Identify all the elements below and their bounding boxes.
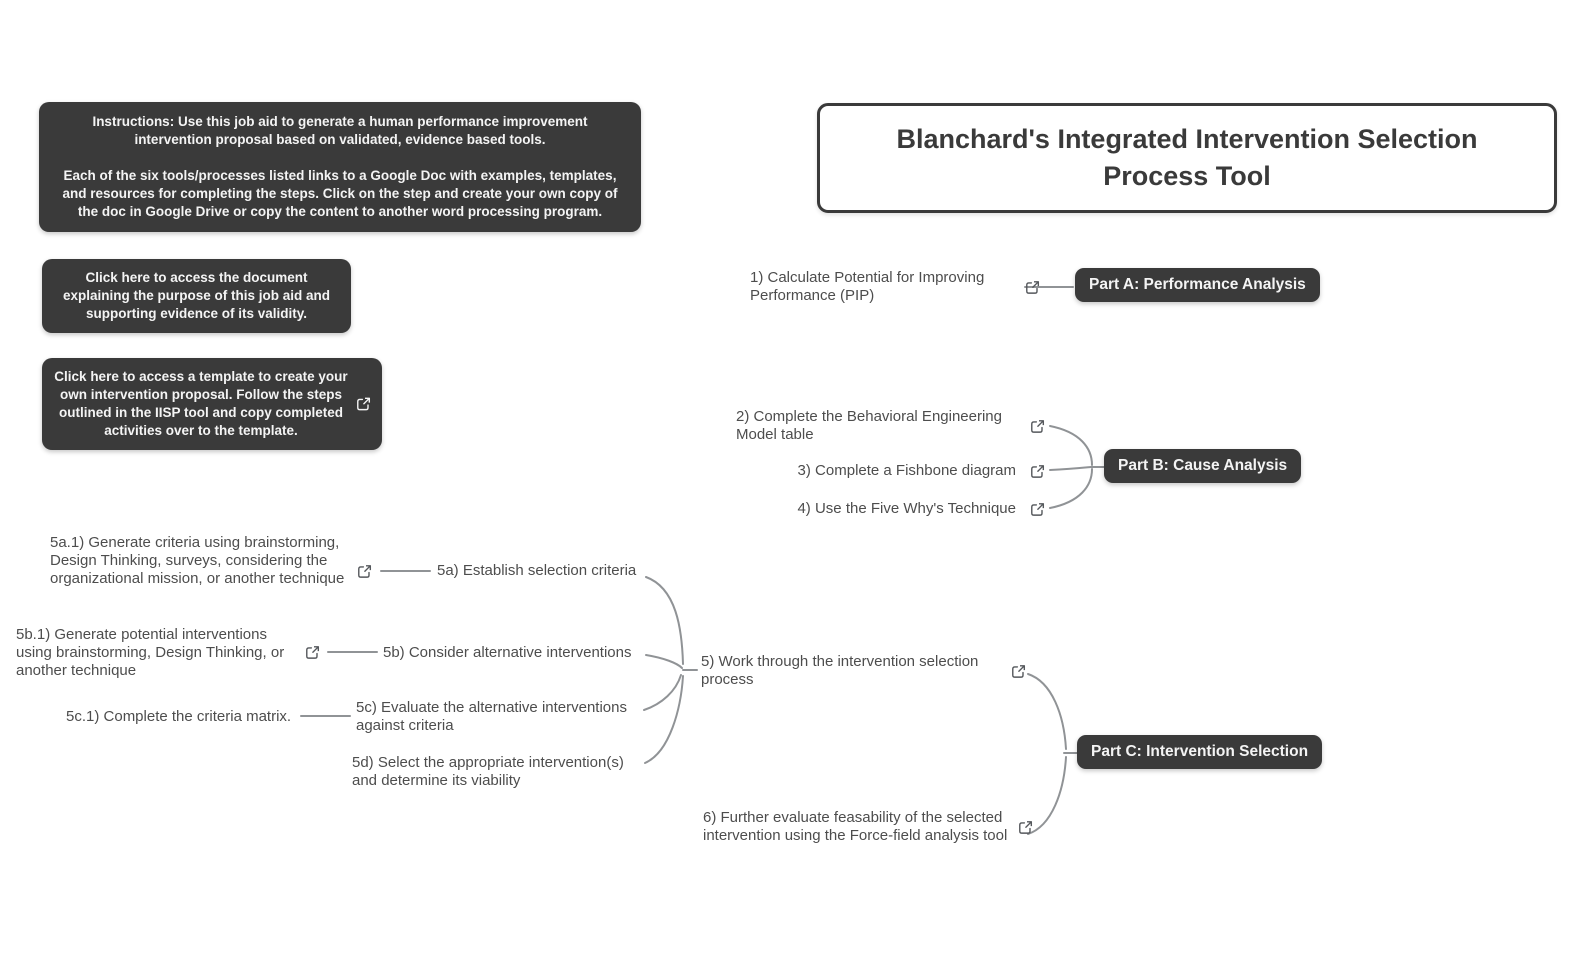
substep-5a1-node[interactable]: 5a.1) Generate criteria using brainstorm… [50, 534, 345, 587]
substep-5c-node[interactable]: 5c) Evaluate the alternative interventio… [356, 699, 627, 734]
step-5-label: 5) Work through the intervention selecti… [701, 653, 979, 688]
diagram-title: Blanchard's Integrated Intervention Sele… [896, 124, 1478, 191]
connector-step4-curve [1049, 468, 1093, 509]
connector-step3-line [1049, 466, 1092, 471]
instructions-paragraph-1: Instructions: Use this job aid to genera… [92, 114, 588, 147]
template-link-label: Click here to access a template to creat… [54, 369, 348, 438]
external-link-icon[interactable] [1030, 502, 1045, 517]
substep-5d-node[interactable]: 5d) Select the appropriate intervention(… [352, 754, 624, 789]
connector-step2-curve [1049, 425, 1093, 466]
external-link-icon[interactable] [357, 564, 372, 579]
part-a-node[interactable]: Part A: Performance Analysis [1075, 268, 1320, 302]
connector-step5-partc-curve [1027, 673, 1067, 750]
step-3-label: 3) Complete a Fishbone diagram [797, 462, 1016, 479]
step-6-label: 6) Further evaluate feasability of the s… [703, 809, 1008, 844]
instructions-paragraph-2: Each of the six tools/processes listed l… [62, 168, 618, 219]
connector-5b-curve [645, 654, 683, 669]
step-5-node[interactable]: 5) Work through the intervention selecti… [701, 653, 1026, 689]
step-1-node[interactable]: 1) Calculate Potential for Improving Per… [750, 269, 1040, 305]
external-link-icon[interactable] [305, 645, 320, 660]
step-1-label: 1) Calculate Potential for Improving Per… [750, 269, 985, 304]
step-4-node[interactable]: 4) Use the Five Why's Technique [797, 500, 1045, 518]
template-link-node[interactable]: Click here to access a template to creat… [42, 358, 382, 450]
external-link-icon[interactable] [1025, 280, 1040, 295]
substep-5c1-node[interactable]: 5c.1) Complete the criteria matrix. [66, 708, 292, 725]
external-link-icon[interactable] [1030, 464, 1045, 479]
external-link-icon[interactable] [356, 397, 371, 412]
connector-5a-curve [645, 576, 684, 665]
step-4-label: 4) Use the Five Why's Technique [797, 500, 1016, 517]
substep-5a-node[interactable]: 5a) Establish selection criteria [437, 562, 637, 579]
external-link-icon[interactable] [1018, 820, 1033, 835]
purpose-document-link-label: Click here to access the document explai… [62, 270, 330, 321]
step-6-node[interactable]: 6) Further evaluate feasability of the s… [703, 809, 1033, 845]
step-2-node[interactable]: 2) Complete the Behavioral Engineering M… [736, 408, 1045, 444]
step-3-node[interactable]: 3) Complete a Fishbone diagram [798, 462, 1045, 480]
external-link-icon[interactable] [1011, 664, 1026, 679]
part-b-node[interactable]: Part B: Cause Analysis [1104, 449, 1302, 483]
step-2-label: 2) Complete the Behavioral Engineering M… [736, 408, 1002, 443]
external-link-icon[interactable] [1030, 419, 1045, 434]
purpose-document-link-node[interactable]: Click here to access the document explai… [42, 259, 351, 333]
substep-5b1-node[interactable]: 5b.1) Generate potential interventions u… [16, 626, 285, 679]
root-title-node[interactable]: Blanchard's Integrated Intervention Sele… [817, 103, 1557, 213]
substep-5b-node[interactable]: 5b) Consider alternative interventions [383, 644, 632, 661]
connector-step6-partc-curve [1027, 756, 1067, 835]
instructions-note[interactable]: Instructions: Use this job aid to genera… [39, 102, 641, 232]
part-c-node[interactable]: Part C: Intervention Selection [1077, 735, 1323, 769]
